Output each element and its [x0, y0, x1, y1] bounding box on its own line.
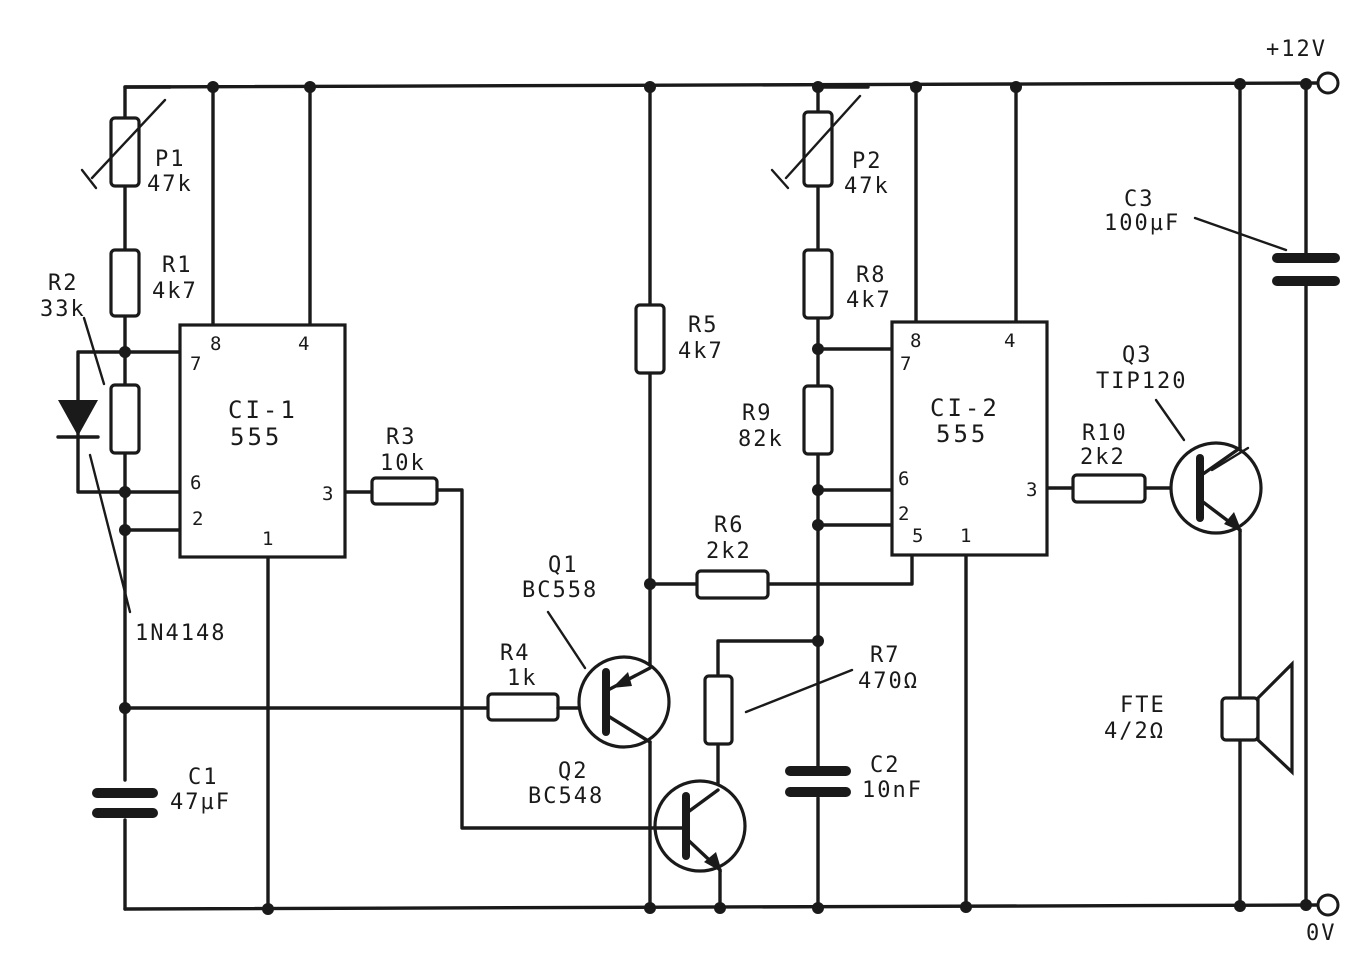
r8-value-label: 4k7 [846, 288, 892, 313]
c1-ref-label: C1 [188, 765, 219, 790]
r7-leader [744, 668, 854, 714]
c2-ref-label: C2 [870, 753, 901, 778]
positive-rail-label: +12V [1266, 37, 1327, 62]
r10-ref-label: R10 [1082, 421, 1128, 446]
ci2-pin-1: 1 [960, 525, 971, 547]
potentiometer-p2 [770, 94, 862, 190]
speaker-ref-label: FTE [1120, 693, 1166, 718]
r2-ref-label: R2 [48, 271, 79, 296]
r7-ref-label: R7 [870, 643, 901, 668]
r9-ref-label: R9 [742, 401, 773, 426]
r2-leader [82, 316, 106, 386]
r10-value-label: 2k2 [1080, 445, 1126, 470]
q1-leader [546, 610, 587, 670]
r6-value-label: 2k2 [706, 539, 752, 564]
ci2-pin-6: 6 [898, 468, 909, 490]
resistor-r6 [695, 569, 770, 600]
ci1-pin-6: 6 [190, 472, 201, 494]
resistor-r1 [109, 248, 141, 318]
r7-value-label: 470Ω [858, 669, 919, 694]
resistor-r4 [486, 692, 560, 722]
resistor-r8 [802, 248, 834, 320]
transistor-q2 [653, 779, 747, 873]
c3-leader [1193, 216, 1288, 252]
q1-type-label: BC558 [522, 578, 598, 603]
diode-label: 1N4148 [135, 621, 226, 646]
q3-type-label: TIP120 [1096, 369, 1187, 394]
q2-ref-label: Q2 [558, 759, 589, 784]
resistor-r7 [703, 674, 734, 746]
ci1-type-label: 555 [230, 423, 282, 451]
potentiometer-p1 [80, 98, 167, 190]
p1-value-label: 47k [147, 172, 193, 197]
r8-ref-label: R8 [856, 263, 887, 288]
r4-value-label: 1k [507, 666, 538, 691]
r6-ref-label: R6 [714, 513, 745, 538]
left-column-wires [76, 85, 490, 911]
resistor-r3 [370, 476, 439, 506]
transistor-q1 [577, 655, 671, 749]
c3-ref-label: C3 [1124, 187, 1155, 212]
q1-ref-label: Q1 [548, 553, 579, 578]
speaker-value-label: 4/2Ω [1104, 719, 1165, 744]
ci1-pin-7: 7 [190, 353, 201, 375]
c3-value-label: 100µF [1104, 211, 1180, 236]
ic-ci1 [178, 323, 347, 559]
r1-value-label: 4k7 [152, 279, 198, 304]
ci2-type-label: 555 [936, 420, 988, 448]
output-wires [1238, 81, 1308, 907]
r3-ref-label: R3 [386, 425, 417, 450]
r1-ref-label: R1 [162, 253, 193, 278]
p2-value-label: 47k [844, 174, 890, 199]
ci2-pin-5: 5 [912, 525, 923, 547]
resistor-r10 [1071, 473, 1147, 504]
r4-ref-label: R4 [500, 641, 531, 666]
ci1-ref-label: CI-1 [228, 396, 298, 424]
ci1-pin-8: 8 [210, 333, 221, 355]
ci2-pin-3: 3 [1026, 479, 1037, 501]
q2-type-label: BC548 [528, 784, 604, 809]
ci1-pin-3: 3 [322, 483, 333, 505]
middle-wires [648, 85, 914, 911]
resistor-r9 [802, 384, 834, 456]
r5-ref-label: R5 [688, 313, 719, 338]
q3-ref-label: Q3 [1122, 343, 1153, 368]
q3-leader [1154, 398, 1186, 442]
c1-value-label: 47µF [170, 790, 231, 815]
r2-value-label: 33k [40, 297, 86, 322]
capacitor-c1 [92, 788, 158, 818]
p2-column-wires [816, 85, 894, 911]
r5-value-label: 4k7 [678, 339, 724, 364]
r9-value-label: 82k [738, 427, 784, 452]
c2-value-label: 10nF [862, 778, 923, 803]
ci2-pin-7: 7 [900, 353, 911, 375]
ci1-pin-4: 4 [298, 333, 309, 355]
diode-1n4148 [56, 400, 132, 614]
ground-rail-label: 0V [1306, 921, 1337, 946]
ci1-pin-2: 2 [192, 508, 203, 530]
ci1-pin-1: 1 [262, 528, 273, 550]
positive-rail [123, 81, 1320, 89]
resistor-r5 [634, 303, 666, 375]
speaker-icon [1220, 660, 1294, 776]
capacitor-c2 [785, 766, 851, 797]
r3-value-label: 10k [380, 451, 426, 476]
p2-ref-label: P2 [852, 149, 883, 174]
ground-terminal [1316, 893, 1340, 917]
ci2-ref-label: CI-2 [930, 394, 1000, 422]
junction-dots [119, 78, 1312, 915]
ci2-pin-4: 4 [1004, 330, 1015, 352]
ic-ci2 [890, 320, 1049, 557]
p1-ref-label: P1 [155, 147, 186, 172]
ci2-pin-8: 8 [910, 330, 921, 352]
ci1-wires [211, 85, 657, 911]
positive-terminal [1316, 71, 1340, 95]
capacitor-c3 [1272, 253, 1340, 286]
resistor-r2 [109, 383, 141, 455]
ci2-pin-2: 2 [898, 503, 909, 525]
transistor-q3 [1169, 441, 1263, 535]
